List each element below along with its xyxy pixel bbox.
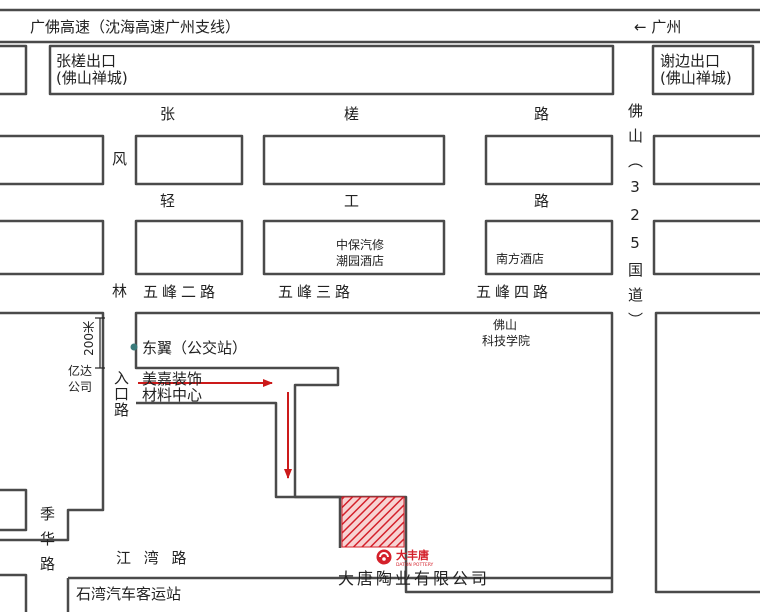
road-edge — [136, 401, 342, 548]
road-qinggong-2: 工 — [344, 192, 360, 210]
block — [0, 219, 105, 276]
exit-xiebian-name: 谢边出口 — [660, 52, 721, 70]
place-yida-2: 公司 — [68, 380, 93, 394]
road-jiangwan: 江 湾 路 — [116, 549, 191, 567]
block — [0, 488, 28, 532]
road-fenglin-bottom: 入口路 — [112, 370, 130, 418]
road-national-325: 佛山（325国道） — [626, 103, 644, 337]
block — [484, 134, 614, 186]
block — [484, 219, 614, 276]
exit-xiebian-city: (佛山禅城) — [660, 69, 732, 87]
exit-zhangcha-city: (佛山禅城) — [56, 69, 128, 87]
daton-logo: 大丰唐 DATON POTTERY — [376, 548, 434, 567]
place-nanfang-hotel: 南方酒店 — [496, 252, 545, 266]
svg-text:大丰唐: 大丰唐 — [396, 548, 429, 562]
place-institute-2: 科技学院 — [482, 334, 531, 348]
block — [262, 219, 446, 276]
expressway-label: 广佛高速（沈海高速广州支线） — [30, 18, 241, 36]
block — [262, 134, 446, 186]
bus-stop-marker — [130, 343, 138, 351]
place-meijia-2: 材料中心 — [142, 386, 203, 404]
block — [654, 311, 760, 594]
place-bus-stop: 东翼（公交站） — [142, 339, 248, 357]
direction-guangzhou: ← 广州 — [634, 18, 682, 36]
place-meijia-1: 美嘉装饰 — [142, 370, 203, 388]
place-bus-station: 石湾汽车客运站 — [76, 585, 182, 603]
road-zhangcha-3: 路 — [534, 105, 550, 123]
block — [652, 219, 760, 276]
block — [651, 44, 755, 96]
block — [0, 134, 105, 186]
exit-zhangcha-name: 张槎出口 — [56, 52, 117, 70]
road-zhangcha-2: 槎 — [344, 105, 360, 123]
place-zhongbao: 中保汽修 — [336, 238, 385, 252]
block — [0, 311, 105, 542]
place-institute-1: 佛山 — [493, 318, 518, 332]
road-fenglin-mid: 林 — [112, 282, 128, 300]
company-name: 大唐陶业有限公司 — [338, 569, 491, 588]
road-qinggong-1: 轻 — [160, 192, 176, 210]
road-qinggong-3: 路 — [534, 192, 550, 210]
road-fenglin-top: 风 — [112, 150, 128, 168]
distance-label: 200米 — [82, 321, 96, 356]
block — [0, 573, 28, 612]
road-wufeng2: 五峰二路 — [143, 283, 220, 301]
place-chaoyuan-hotel: 潮园酒店 — [336, 254, 385, 268]
road-wufeng3: 五峰三路 — [278, 283, 355, 301]
block — [652, 134, 760, 186]
road-zhangcha-1: 张 — [160, 105, 176, 123]
block — [134, 134, 244, 186]
svg-text:DATON POTTERY: DATON POTTERY — [396, 562, 434, 567]
road-wufeng4: 五峰四路 — [476, 283, 553, 301]
destination-area — [341, 496, 405, 548]
block — [0, 44, 28, 96]
road-jihua: 季华路 — [38, 506, 56, 581]
block — [48, 44, 615, 96]
block — [134, 219, 244, 276]
place-yida-1: 亿达 — [68, 364, 93, 378]
